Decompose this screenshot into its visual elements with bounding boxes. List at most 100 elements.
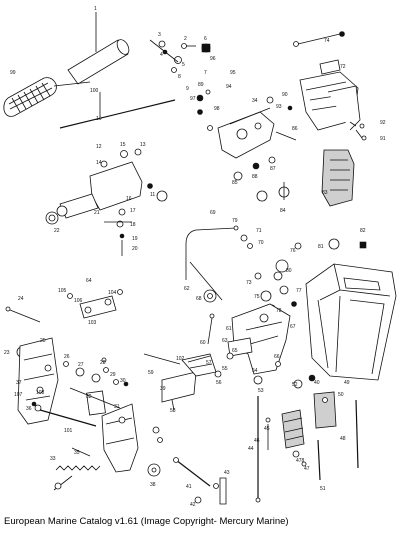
callout-43: 43 <box>224 470 230 476</box>
callout-32: 32 <box>86 394 92 400</box>
callout-17: 17 <box>130 208 136 214</box>
callout-1: 1 <box>94 6 97 12</box>
callout-97: 97 <box>190 96 196 102</box>
callout-74: 74 <box>324 38 330 44</box>
callout-14: 14 <box>96 160 102 166</box>
callout-81: 81 <box>318 244 324 250</box>
callout-107: 107 <box>14 392 23 398</box>
callout-84: 84 <box>280 208 286 214</box>
callout-92: 92 <box>380 120 386 126</box>
transom-bracket-housing <box>305 263 397 381</box>
callout-86: 86 <box>292 126 298 132</box>
callout-35: 35 <box>74 450 80 456</box>
callout-8: 8 <box>178 74 181 80</box>
callout-103: 103 <box>88 320 97 326</box>
callout-39: 39 <box>160 386 166 392</box>
callout-67: 67 <box>290 324 296 330</box>
callout-18: 18 <box>130 222 136 228</box>
callout-27: 27 <box>78 362 84 368</box>
callout-85: 85 <box>232 180 238 186</box>
callout-79: 79 <box>232 218 238 224</box>
callout-55: 55 <box>222 366 228 372</box>
clamp-hardware <box>39 357 129 427</box>
callout-100: 100 <box>90 88 99 94</box>
callout-16: 16 <box>126 196 132 202</box>
callout-57: 57 <box>206 360 212 366</box>
callout-66: 66 <box>274 354 280 360</box>
tilt-bracket-assembly <box>207 303 316 389</box>
callout-48: 48 <box>340 436 346 442</box>
callout-25: 25 <box>40 338 46 344</box>
callout-54: 54 <box>252 368 258 374</box>
callout-108: 108 <box>36 390 45 396</box>
callout-75: 75 <box>254 294 260 300</box>
callout-52: 52 <box>292 382 298 388</box>
callout-46: 46 <box>254 438 260 444</box>
callout-478: 478 <box>296 458 305 464</box>
callout-93: 93 <box>276 104 282 110</box>
callout-64: 64 <box>86 278 92 284</box>
callout-71: 71 <box>256 228 262 234</box>
bottom-left-springs <box>53 447 101 491</box>
exploded-parts-diagram: 1 3 4 2 6 5 7 99 100 10 8 74 72 95 9 89 … <box>3 6 397 508</box>
callout-94: 94 <box>226 84 232 90</box>
callout-70: 70 <box>258 240 264 246</box>
lock-cylinder-assembly <box>45 148 168 256</box>
callout-12: 12 <box>96 144 102 150</box>
callout-87: 87 <box>270 166 276 172</box>
trim-components <box>265 391 359 481</box>
callout-101: 101 <box>64 428 73 434</box>
callout-30: 30 <box>120 378 126 384</box>
callout-83: 83 <box>322 190 328 196</box>
callout-38: 38 <box>150 482 156 488</box>
callout-104: 104 <box>108 290 117 296</box>
callout-13: 13 <box>140 142 146 148</box>
callout-33: 33 <box>50 456 56 462</box>
callout-labels: 1 3 4 2 6 5 7 99 100 10 8 74 72 95 9 89 … <box>4 6 386 508</box>
callout-45: 45 <box>264 426 270 432</box>
callout-42: 42 <box>190 502 196 508</box>
callout-34: 34 <box>252 98 258 104</box>
callout-21: 21 <box>94 210 100 216</box>
left-clamp-bracket <box>17 337 59 425</box>
callout-89: 89 <box>198 82 204 88</box>
callout-99: 99 <box>10 70 16 76</box>
callout-26: 26 <box>64 354 70 360</box>
callout-105: 105 <box>58 288 67 294</box>
callout-24: 24 <box>18 296 24 302</box>
callout-72: 72 <box>340 64 346 70</box>
callout-76: 76 <box>290 248 296 254</box>
callout-36: 36 <box>26 406 32 412</box>
callout-7: 7 <box>204 70 207 76</box>
callout-28: 28 <box>100 360 106 366</box>
callout-90: 90 <box>282 92 288 98</box>
callout-96: 96 <box>210 56 216 62</box>
callout-106: 106 <box>74 298 83 304</box>
right-clamp-bracket <box>101 403 163 477</box>
top-right-bracket-assembly <box>293 31 367 141</box>
callout-5: 5 <box>182 62 185 68</box>
callout-60: 60 <box>200 340 206 346</box>
callout-50: 50 <box>338 392 344 398</box>
callout-15: 15 <box>120 142 126 148</box>
callout-23: 23 <box>4 350 10 356</box>
tilt-lock-rod-assembly <box>185 225 367 312</box>
callout-80: 80 <box>286 268 292 274</box>
callout-2: 2 <box>184 36 187 42</box>
callout-3: 3 <box>158 32 161 38</box>
callout-11: 11 <box>150 192 155 198</box>
callout-65: 65 <box>232 348 238 354</box>
callout-78: 78 <box>276 308 282 314</box>
swivel-bracket-assembly <box>196 89 355 207</box>
image-caption: European Marine Catalog v1.61 (Image Cop… <box>4 516 289 527</box>
callout-58: 58 <box>170 408 176 414</box>
tilt-lever-assembly <box>143 353 222 411</box>
callout-102: 102 <box>176 356 185 362</box>
callout-47: 47 <box>304 466 310 472</box>
callout-41: 41 <box>186 484 192 490</box>
callout-98: 98 <box>214 106 220 112</box>
callout-31: 31 <box>114 404 120 410</box>
callout-37: 37 <box>16 380 22 386</box>
bottom-center-pins <box>173 396 261 505</box>
callout-88: 88 <box>252 174 258 180</box>
